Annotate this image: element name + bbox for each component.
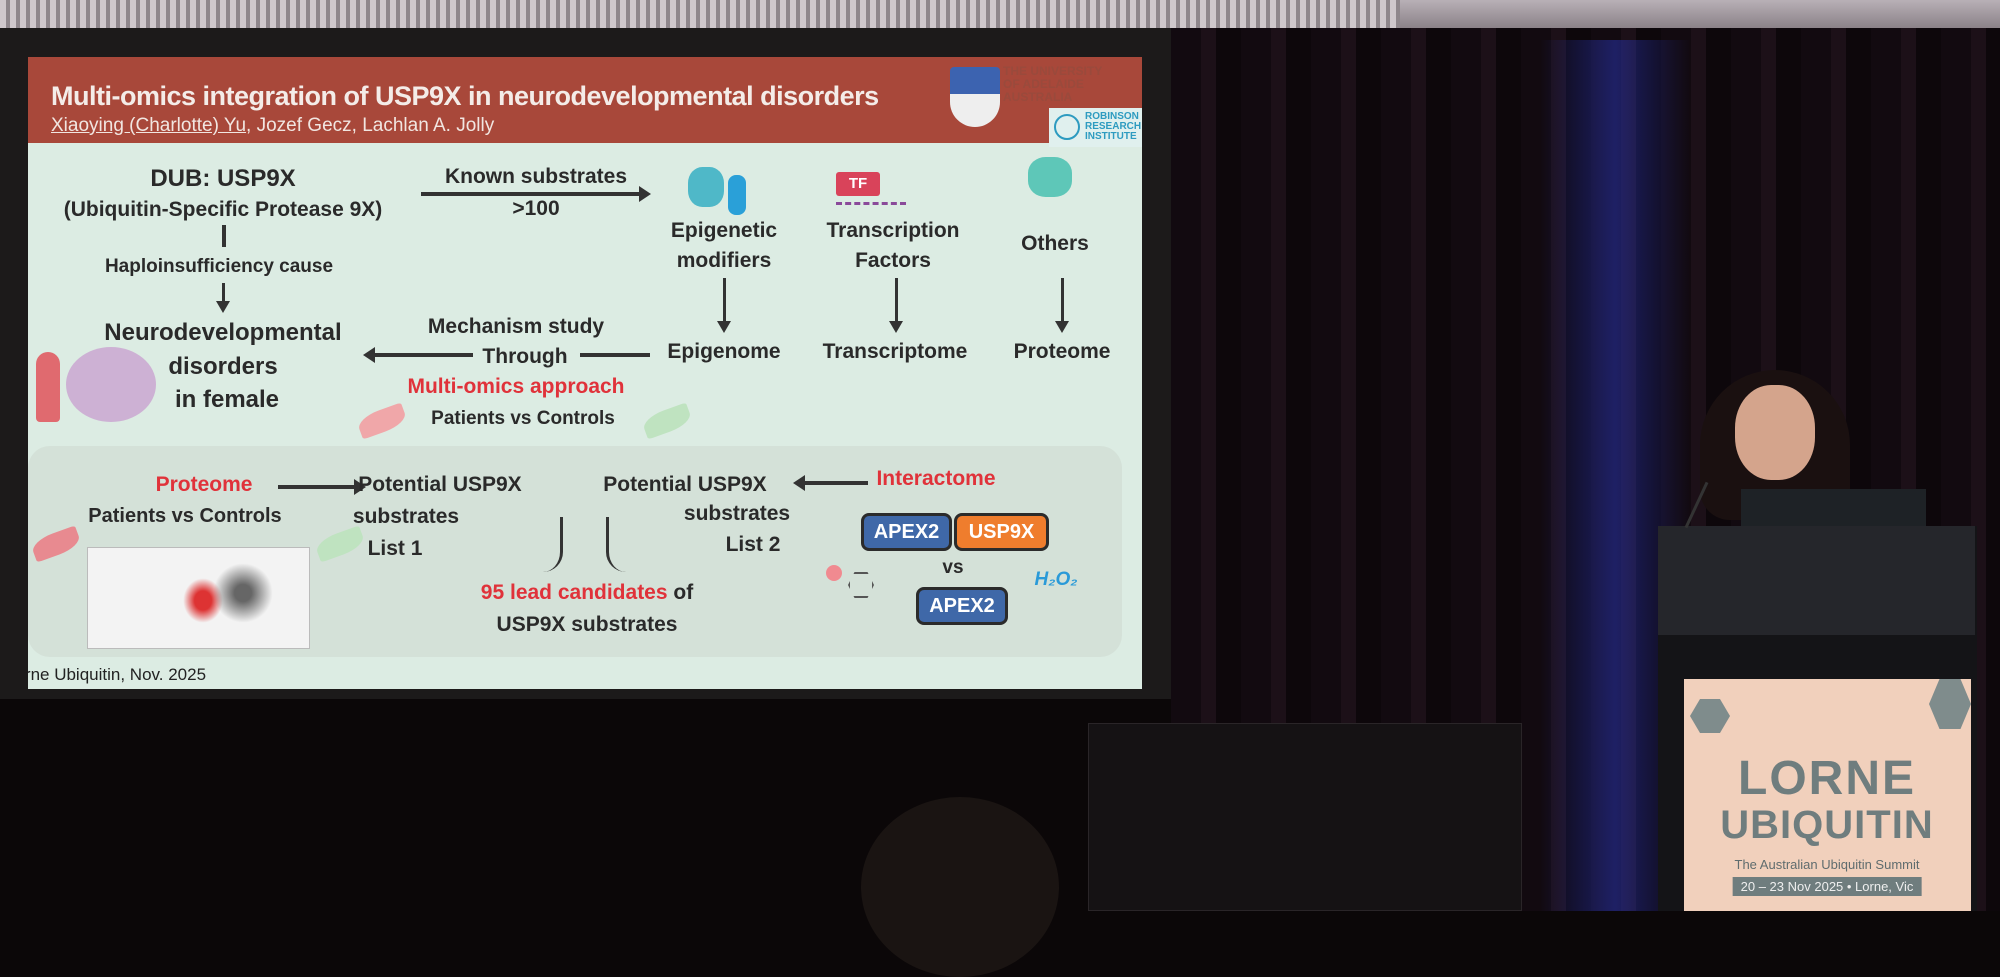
lead-of: of bbox=[667, 581, 694, 604]
tf-label-1: Transcription bbox=[826, 219, 960, 242]
presenter-name: Xiaoying (Charlotte) Yu bbox=[51, 115, 247, 136]
patient-cell-icon bbox=[355, 402, 409, 440]
adelaide-crest-logo bbox=[950, 67, 1000, 127]
presentation-slide: Multi-omics integration of USP9X in neur… bbox=[28, 57, 1142, 689]
presenter-face bbox=[1735, 385, 1815, 480]
sign-ubiquitin: UBIQUITIN bbox=[1720, 803, 1934, 847]
sign-lorne: LORNE bbox=[1738, 752, 1916, 805]
epigenome-label: Epigenome bbox=[667, 340, 781, 363]
tf-label-2: Factors bbox=[855, 249, 931, 272]
mechanism-label: Mechanism study bbox=[427, 315, 605, 338]
list1-label-3: List 1 bbox=[367, 537, 423, 560]
lead-candidates-2: USP9X substrates bbox=[496, 613, 678, 636]
connector-line bbox=[580, 353, 650, 357]
biotin-icon bbox=[826, 565, 842, 581]
slide-title: Multi-omics integration of USP9X in neur… bbox=[51, 81, 879, 111]
podium-sign: LORNE UBIQUITIN The Australian Ubiquitin… bbox=[1684, 679, 1971, 911]
podium-top bbox=[1658, 526, 1975, 635]
interactome-heading: Interactome bbox=[876, 467, 996, 490]
proteome-patients-vs-controls: Patients vs Controls bbox=[88, 505, 282, 527]
right-arrow bbox=[278, 479, 366, 495]
coauthors: , Jozef Gecz, Lachlan A. Jolly bbox=[246, 115, 495, 136]
stage-monitor bbox=[1088, 723, 1522, 911]
ndd-label-3: in female bbox=[174, 386, 280, 413]
apex2-control-box: APEX2 bbox=[916, 587, 1008, 625]
list2-label-3: List 2 bbox=[725, 533, 781, 556]
robinson-institute-logo: ROBINSON RESEARCH INSTITUTE bbox=[1049, 108, 1142, 147]
sign-subtitle: The Australian Ubiquitin Summit bbox=[1734, 857, 1920, 872]
others-label: Others bbox=[1021, 232, 1089, 255]
lead-count: 95 lead candidates bbox=[480, 581, 668, 604]
robinson-logo-text: ROBINSON RESEARCH INSTITUTE bbox=[1085, 111, 1142, 142]
down-arrow bbox=[216, 283, 230, 313]
h2o2-label: H₂O₂ bbox=[1034, 569, 1078, 590]
vs-label: vs bbox=[942, 557, 964, 578]
brain-icon bbox=[66, 347, 156, 422]
haploinsufficiency-label: Haploinsufficiency cause bbox=[104, 256, 334, 277]
known-substrates-label: Known substrates bbox=[444, 165, 628, 188]
hexagon-decoration bbox=[1690, 699, 1730, 733]
list1-label-2: substrates bbox=[352, 505, 460, 528]
multiomics-label: Multi-omics approach bbox=[407, 375, 625, 398]
known-substrates-count: >100 bbox=[512, 197, 560, 220]
slide-authors: Xiaoying (Charlotte) Yu, Jozef Gecz, Lac… bbox=[51, 115, 494, 137]
left-arrow bbox=[793, 475, 868, 491]
proteome-label: Proteome bbox=[1013, 340, 1111, 363]
volcano-plot-thumbnail bbox=[87, 547, 310, 649]
protein-icon bbox=[1028, 157, 1072, 197]
through-label: Through bbox=[482, 345, 568, 368]
connector-line bbox=[222, 225, 226, 247]
audience-head bbox=[861, 797, 1059, 977]
dub-label: DUB: USP9X bbox=[150, 165, 296, 192]
list1-label-1: Potential USP9X bbox=[358, 473, 522, 496]
dub-full-name: (Ubiquitin-Specific Protease 9X) bbox=[63, 198, 383, 221]
slide-header: Multi-omics integration of USP9X in neur… bbox=[28, 57, 1142, 143]
control-cell-icon bbox=[640, 402, 694, 440]
right-arrow bbox=[421, 186, 651, 202]
list2-label-1: Potential USP9X bbox=[603, 473, 767, 496]
female-icon bbox=[36, 352, 60, 422]
epigenetic-modifier-icon bbox=[688, 167, 724, 207]
ceiling-lattice bbox=[0, 0, 1400, 28]
epigenetic-label-2: modifiers bbox=[676, 249, 772, 272]
slide-footer: Lorne Ubiquitin, Nov. 2025 bbox=[28, 665, 207, 684]
down-arrow bbox=[1055, 278, 1069, 333]
curved-arrow bbox=[606, 517, 626, 572]
patients-vs-controls: Patients vs Controls bbox=[431, 408, 615, 429]
ndd-label-1: Neurodevelopmental bbox=[104, 319, 342, 346]
dna-icon bbox=[836, 202, 906, 206]
apex2-fusion-box: APEX2 bbox=[861, 513, 952, 551]
volcano-grey-points bbox=[213, 563, 273, 623]
tf-badge-icon: TF bbox=[836, 172, 880, 196]
proteome-heading: Proteome bbox=[155, 473, 253, 496]
embryo-icon bbox=[1054, 114, 1080, 140]
lead-candidates: 95 lead candidates of bbox=[481, 581, 693, 605]
benzene-phenol-icon bbox=[848, 572, 874, 598]
sign-dates: 20 – 23 Nov 2025 • Lorne, Vic bbox=[1732, 877, 1922, 896]
hexagon-decoration bbox=[1929, 679, 1971, 729]
ndd-label-2: disorders bbox=[168, 353, 278, 380]
down-arrow bbox=[717, 278, 731, 333]
adelaide-logo-text: THE UNIVERSITY OF ADELAIDE AUSTRALIA bbox=[1003, 64, 1103, 104]
transcriptome-label: Transcriptome bbox=[822, 340, 968, 363]
usp9x-fusion-box: USP9X bbox=[954, 513, 1049, 551]
curved-arrow bbox=[543, 517, 563, 572]
down-arrow bbox=[889, 278, 903, 333]
nucleosome-icon bbox=[728, 175, 746, 215]
laptop bbox=[1741, 489, 1926, 526]
list2-label-2: substrates bbox=[683, 502, 791, 525]
left-arrow bbox=[363, 347, 473, 363]
epigenetic-label-1: Epigenetic bbox=[670, 219, 778, 242]
